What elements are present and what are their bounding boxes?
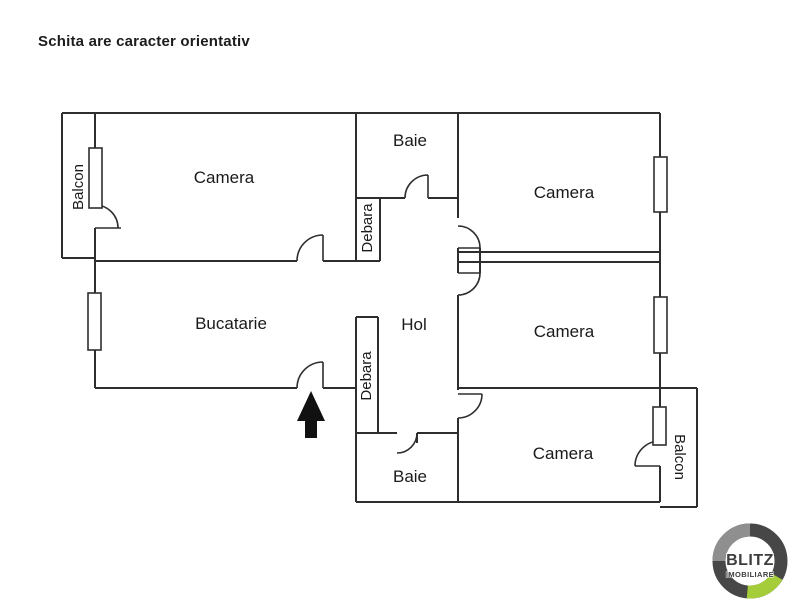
blitz-logo: BLITZ IMOBILIARE (712, 523, 788, 599)
logo-ring-light-segment (712, 523, 751, 562)
label-baie-lower: Baie (393, 467, 427, 486)
label-balcon-left: Balcon (70, 164, 87, 210)
label-baie-top: Baie (393, 131, 427, 150)
doors (94, 174, 661, 467)
window-camera-middle-right (653, 296, 668, 354)
label-camera-middle-right: Camera (534, 322, 595, 341)
door-baie-top (404, 174, 429, 199)
logo-ring-green-segment (746, 572, 783, 599)
window-bucatarie (87, 292, 102, 351)
label-balcon-right: Balcon (671, 434, 688, 480)
exterior-walls (61, 112, 698, 508)
label-debara-lower: Debara (358, 351, 375, 401)
logo-text-line1: BLITZ (726, 552, 774, 569)
entrance-arrow-icon (297, 391, 325, 438)
interior-walls (95, 113, 660, 502)
label-debara-upper: Debara (359, 203, 376, 253)
door-camera-bucatarie (296, 234, 324, 262)
label-camera-top-right: Camera (534, 183, 595, 202)
label-camera-bottom-right: Camera (533, 444, 594, 463)
label-bucatarie: Bucatarie (195, 314, 267, 333)
window-camera-bottom-right (652, 406, 667, 446)
door-camera-bottom-right (457, 393, 483, 419)
door-entrance (296, 361, 324, 389)
windows (87, 147, 668, 446)
window-balcony-left (88, 147, 103, 209)
door-baie-lower (396, 432, 418, 454)
door-camera-middle-right (457, 272, 481, 296)
door-camera-top-right (457, 225, 481, 249)
room-labels: Camera Baie Camera Bucatarie Hol Camera … (70, 131, 688, 486)
label-camera-top-left: Camera (194, 168, 255, 187)
label-hol: Hol (401, 315, 427, 334)
window-camera-top-right (653, 156, 668, 213)
disclaimer-text: Schita are caracter orientativ (38, 33, 250, 50)
logo-text-line2: IMOBILIARE (726, 570, 774, 579)
